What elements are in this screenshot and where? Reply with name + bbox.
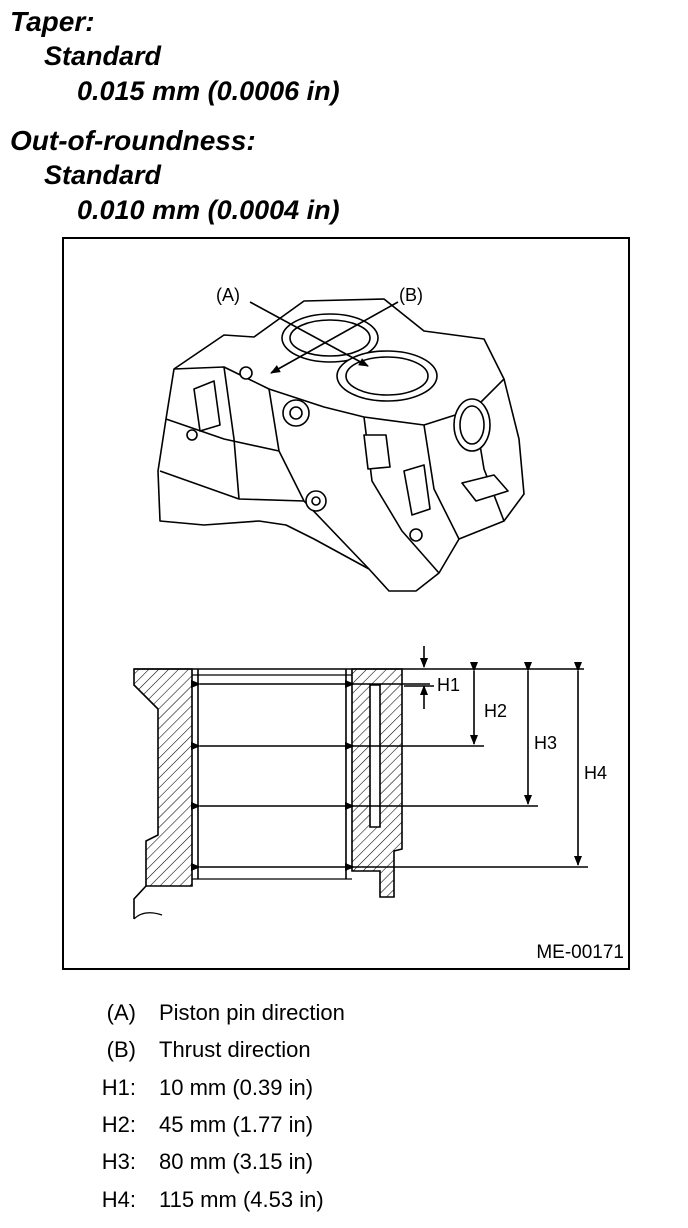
dimension-h2-label: H2 <box>484 701 507 721</box>
taper-heading: Taper: <box>10 6 95 37</box>
out-of-roundness-standard-value: 0.010 mm (0.0004 in) <box>77 195 340 225</box>
out-of-roundness-standard-label: Standard <box>44 160 162 190</box>
dimension-h1-label: H1 <box>437 675 460 695</box>
legend-row-h4: H4: 115 mm (4.53 in) <box>0 1185 688 1215</box>
legend-row-h2: H2: 45 mm (1.77 in) <box>0 1110 688 1140</box>
legend-row-b: (B) Thrust direction <box>0 1035 688 1065</box>
legend-row-h1: H1: 10 mm (0.39 in) <box>0 1073 688 1103</box>
legend-text: 45 mm (1.77 in) <box>159 1112 314 1137</box>
callout-b-label: (B) <box>399 285 423 305</box>
legend-text: Thrust direction <box>159 1037 311 1062</box>
figure-drawing: (A) (B) <box>133 285 607 920</box>
legend-key: (B) <box>106 1037 136 1062</box>
dimension-h4-label: H4 <box>584 763 607 783</box>
legend-row-h3: H3: 80 mm (3.15 in) <box>0 1147 688 1177</box>
legend-row-a: (A) Piston pin direction <box>0 998 688 1028</box>
taper-standard-value: 0.015 mm (0.0006 in) <box>77 76 340 106</box>
figure-id: ME-00171 <box>536 942 624 963</box>
legend-text: 80 mm (3.15 in) <box>159 1149 314 1174</box>
legend-text: Piston pin direction <box>159 1000 345 1025</box>
dimension-h3-label: H3 <box>534 733 557 753</box>
legend-key: (A) <box>106 1000 136 1025</box>
cylinder-block-illustration <box>157 298 525 592</box>
callout-a-label: (A) <box>216 285 240 305</box>
taper-standard-label: Standard <box>44 41 162 71</box>
height-dimension-arrows <box>404 646 582 866</box>
legend-key: H4: <box>101 1187 136 1212</box>
legend-key: H2: <box>101 1112 136 1137</box>
legend-text: 115 mm (4.53 in) <box>159 1187 324 1212</box>
legend-text: 10 mm (0.39 in) <box>159 1075 314 1100</box>
cylinder-cross-section <box>133 668 584 920</box>
legend-key: H1: <box>101 1075 136 1100</box>
out-of-roundness-heading: Out-of-roundness: <box>10 125 256 156</box>
legend-key: H3: <box>101 1149 136 1174</box>
bore-measurement-lines <box>191 680 588 871</box>
callout-arrows <box>249 301 399 374</box>
cylinder-measurement-figure: (A) (B) <box>62 237 630 970</box>
